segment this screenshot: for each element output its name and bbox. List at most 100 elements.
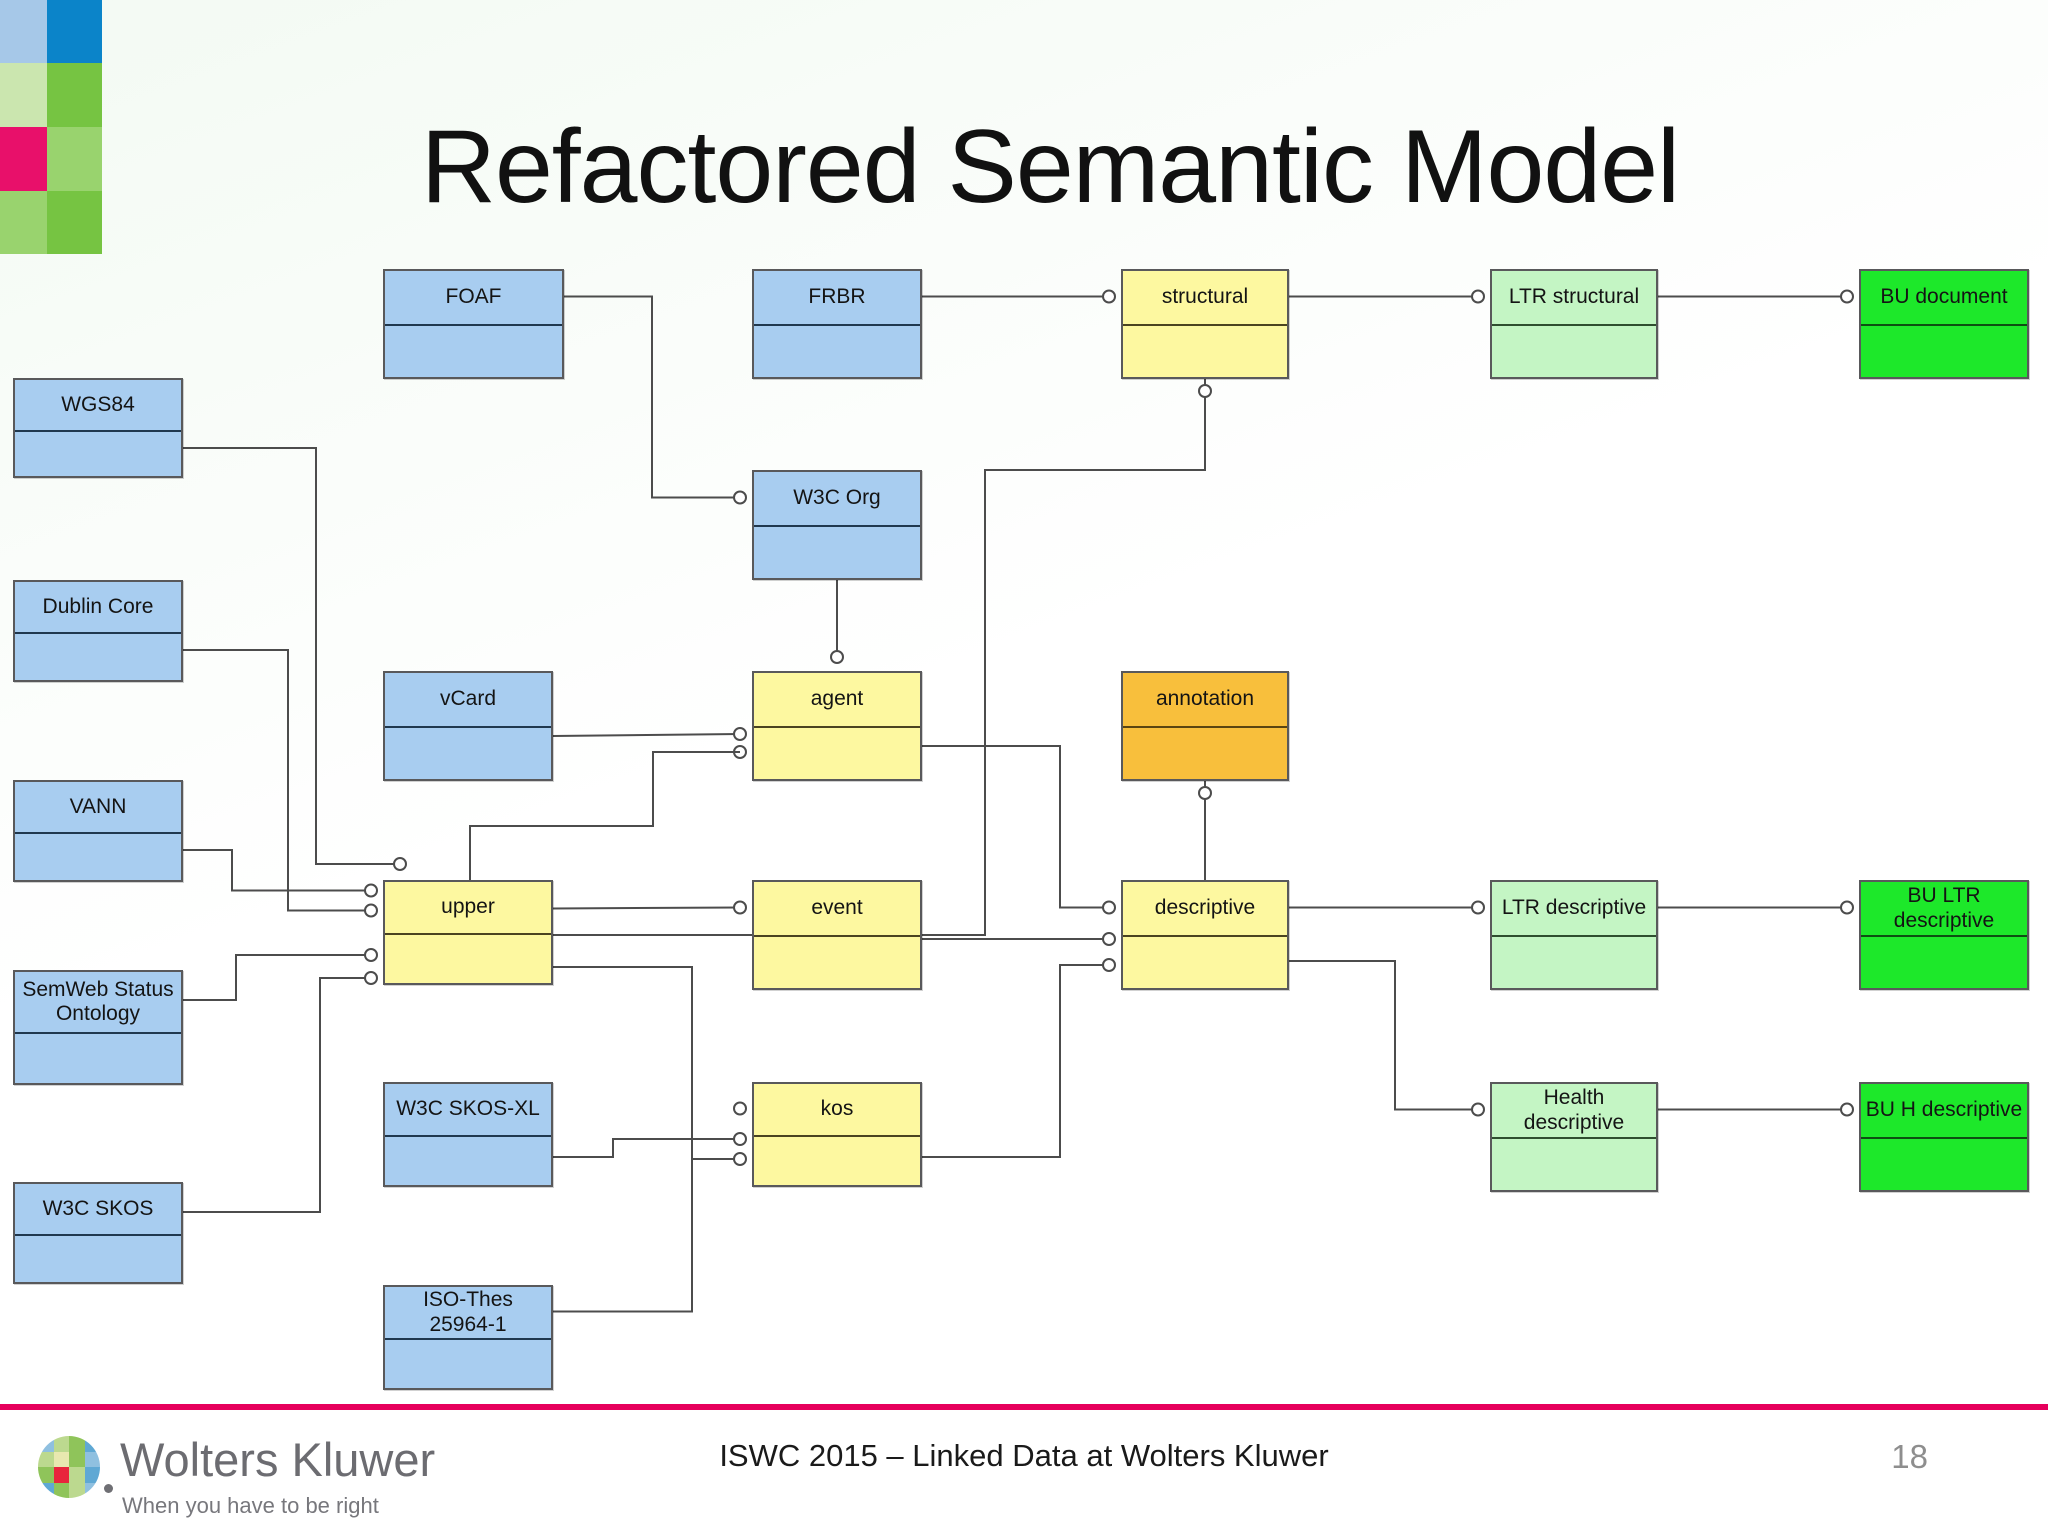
node-title-vcard: vCard <box>385 673 551 728</box>
node-body-vcard <box>385 728 551 779</box>
node-w3c-org[interactable]: W3C Org <box>752 470 922 580</box>
node-body-bu-document <box>1861 326 2027 377</box>
node-kos[interactable]: kos <box>752 1082 922 1187</box>
logo-mosaic-cell-8 <box>38 1467 54 1483</box>
mosaic-cell-0 <box>0 0 47 63</box>
node-body-w3c-skos-xl <box>385 1137 551 1185</box>
connector-structural-bottom <box>1198 384 1212 398</box>
node-descriptive[interactable]: descriptive <box>1121 880 1289 990</box>
node-title-event: event <box>754 882 920 937</box>
logo-mosaic-cell-10 <box>69 1467 85 1483</box>
logo-mosaic-cell-7 <box>84 1451 100 1467</box>
node-iso-thes[interactable]: ISO-Thes 25964-1 <box>383 1285 553 1390</box>
node-title-bu-document: BU document <box>1861 271 2027 326</box>
edge-foaf-w3corg <box>564 295 740 499</box>
edge-agent-descriptive <box>922 745 1109 909</box>
node-title-vann: VANN <box>15 782 181 834</box>
node-title-foaf: FOAF <box>385 271 562 326</box>
node-bu-h-descriptive[interactable]: BU H descriptive <box>1859 1082 2029 1192</box>
mosaic-cell-5 <box>47 127 102 191</box>
node-body-event <box>754 937 920 988</box>
connector-buhdesc-left <box>1840 1102 1854 1117</box>
node-annotation[interactable]: annotation <box>1121 671 1289 781</box>
node-wgs84[interactable]: WGS84 <box>13 378 183 478</box>
footer-caption: ISWC 2015 – Linked Data at Wolters Kluwe… <box>719 1438 1329 1473</box>
connector-descriptive-left-3 <box>1102 958 1116 972</box>
node-w3c-skos-xl[interactable]: W3C SKOS-XL <box>383 1082 553 1187</box>
mosaic-cell-3 <box>47 63 102 127</box>
connector-kos-left-3 <box>733 1152 747 1166</box>
node-title-agent: agent <box>754 673 920 728</box>
node-vcard[interactable]: vCard <box>383 671 553 781</box>
slide-footer: Wolters Kluwer When you have to be right… <box>0 1410 2048 1536</box>
logo-mosaic-cell-13 <box>53 1482 69 1498</box>
node-body-health-descriptive <box>1492 1139 1656 1190</box>
node-body-dublin-core <box>15 634 181 680</box>
node-structural[interactable]: structural <box>1121 269 1289 379</box>
connector-agent-left-2 <box>733 745 747 759</box>
node-vann[interactable]: VANN <box>13 780 183 882</box>
node-title-frbr: FRBR <box>754 271 920 326</box>
semantic-model-diagram: FOAF FRBR structural LTR structural BU docum… <box>13 269 2029 1390</box>
footer-divider <box>0 1404 2048 1410</box>
connector-w3corg-left <box>733 490 747 505</box>
connector-ltrstructural-left <box>1471 289 1485 304</box>
connector-structural-left-1 <box>1102 289 1116 304</box>
edge-upper-kos <box>553 966 740 1160</box>
mosaic-cell-1 <box>47 0 102 63</box>
logo-mosaic-cell-4 <box>38 1451 54 1467</box>
node-semweb-status[interactable]: SemWeb Status Ontology <box>13 970 183 1085</box>
logo-mosaic-cell-6 <box>69 1451 85 1467</box>
node-body-annotation <box>1123 728 1287 779</box>
node-title-ltr-descriptive: LTR descriptive <box>1492 882 1656 937</box>
edge-isothes-kos <box>553 1158 740 1313</box>
node-frbr[interactable]: FRBR <box>752 269 922 379</box>
node-body-iso-thes <box>385 1340 551 1388</box>
node-title-semweb-status: SemWeb Status Ontology <box>15 972 181 1034</box>
node-title-upper: upper <box>385 882 551 935</box>
node-upper[interactable]: upper <box>383 880 553 985</box>
node-title-wgs84: WGS84 <box>15 380 181 432</box>
node-title-kos: kos <box>754 1084 920 1137</box>
edge-semweb-upper <box>183 954 371 1001</box>
connector-upper-top-ext <box>393 857 407 871</box>
edge-skosxl-kos <box>553 1138 740 1158</box>
node-body-foaf <box>385 326 562 377</box>
node-health-descriptive[interactable]: Health descriptive <box>1490 1082 1658 1192</box>
node-title-descriptive: descriptive <box>1123 882 1287 937</box>
edge-vcard-agent <box>552 733 741 737</box>
connector-ltrdescriptive-left <box>1471 900 1485 915</box>
node-event[interactable]: event <box>752 880 922 990</box>
mosaic-cell-6 <box>0 191 47 254</box>
node-bu-ltr-descriptive[interactable]: BU LTR descriptive <box>1859 880 2029 990</box>
connector-kos-left-1 <box>733 1101 747 1116</box>
logo-mosaic-cell-11 <box>84 1467 100 1483</box>
page-number: 18 <box>1891 1438 1928 1475</box>
node-w3c-skos[interactable]: W3C SKOS <box>13 1182 183 1284</box>
node-dublin-core[interactable]: Dublin Core <box>13 580 183 682</box>
connector-bultrdesc-left <box>1840 900 1854 915</box>
node-title-health-descriptive: Health descriptive <box>1492 1084 1656 1139</box>
node-bu-document[interactable]: BU document <box>1859 269 2029 379</box>
brand-tagline: When you have to be right <box>122 1493 379 1518</box>
node-ltr-descriptive[interactable]: LTR descriptive <box>1490 880 1658 990</box>
connector-budocument-left <box>1840 289 1854 304</box>
logo-mosaic-cell-5 <box>53 1451 69 1467</box>
edge-kos-descriptive <box>922 964 1109 1158</box>
node-agent[interactable]: agent <box>752 671 922 781</box>
edge-structural-upper <box>553 379 1206 936</box>
connector-upper-left-3 <box>364 948 378 962</box>
node-body-semweb-status <box>15 1034 181 1083</box>
edge-wgs84-upper <box>183 447 400 865</box>
edge-dublincore-upper <box>183 649 371 912</box>
node-ltr-structural[interactable]: LTR structural <box>1490 269 1658 379</box>
brand-mosaic <box>0 0 102 254</box>
connector-descriptive-left-2 <box>1102 932 1116 946</box>
logo-mosaic-cell-12 <box>38 1482 54 1498</box>
node-title-bu-ltr-descriptive: BU LTR descriptive <box>1861 882 2027 937</box>
logo-mosaic-cell-14 <box>69 1482 85 1498</box>
node-title-annotation: annotation <box>1123 673 1287 728</box>
node-foaf[interactable]: FOAF <box>383 269 564 379</box>
connector-agent-top <box>830 650 844 664</box>
